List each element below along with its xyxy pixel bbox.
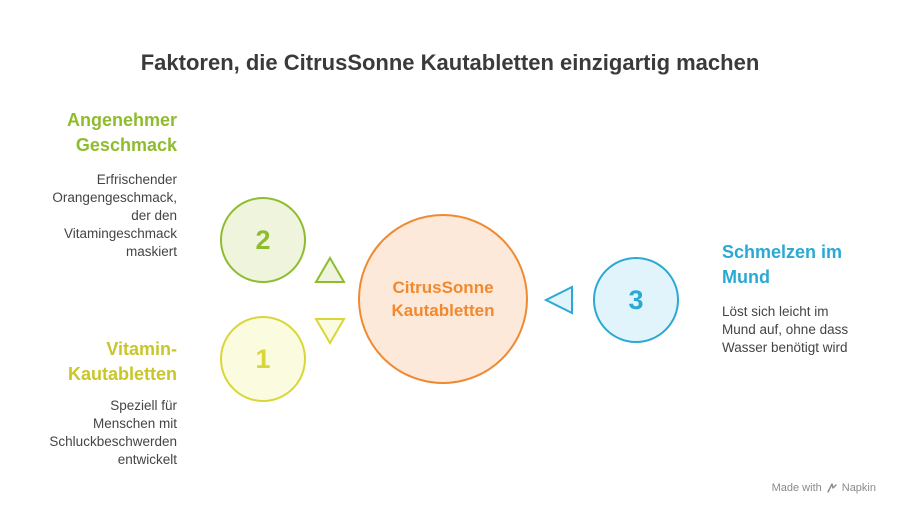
factor-1-number: 1 [255, 343, 271, 374]
factor-1-desc-line: entwickelt [117, 452, 177, 467]
triangle-left-icon [543, 285, 573, 315]
factor-2-desc-line: Erfrischender [96, 172, 177, 187]
factor-2-heading: Angenehmer Geschmack [67, 108, 177, 158]
factor-3-heading-line2: Mund [722, 267, 770, 287]
factor-3-number: 3 [628, 284, 644, 315]
factor-1-heading-line2: Kautabletten [67, 364, 177, 384]
factor-2-desc-line: der den [131, 208, 177, 223]
center-circle: CitrusSonne Kautabletten [358, 214, 528, 384]
factor-3-circle: 3 [593, 257, 679, 343]
factor-1-circle: 1 [220, 316, 306, 402]
factor-3-heading-line1: Schmelzen im [722, 242, 843, 262]
factor-3-desc-line: Löst sich leicht im [722, 304, 829, 319]
watermark-brand: Napkin [841, 482, 876, 494]
factor-3-heading: Schmelzen im Mund [722, 240, 842, 290]
factor-2-circle: 2 [220, 197, 306, 283]
center-label: CitrusSonne Kautabletten [392, 276, 495, 322]
center-label-line2: Kautabletten [391, 301, 495, 320]
factor-1-heading-line1: Vitamin- [106, 339, 177, 359]
watermark: Made with Napkin [772, 482, 876, 494]
factor-1-desc-line: Menschen mit [92, 416, 177, 431]
factor-3-desc-line: Wasser benötigt wird [722, 340, 848, 355]
factor-2-description: Erfrischender Orangengeschmack, der den … [52, 171, 177, 261]
factor-2-desc-line: maskiert [125, 244, 177, 259]
triangle-down-icon [314, 318, 346, 345]
factor-2-number: 2 [255, 224, 271, 255]
factor-1-description: Speziell für Menschen mit Schluckbeschwe… [49, 397, 177, 469]
factor-3-description: Löst sich leicht im Mund auf, ohne dass … [722, 303, 848, 357]
factor-2-heading-line1: Angenehmer [66, 110, 177, 130]
factor-2-heading-line2: Geschmack [75, 135, 177, 155]
factor-2-desc-line: Vitamingeschmack [63, 226, 177, 241]
diagram-title: Faktoren, die CitrusSonne Kautabletten e… [140, 50, 760, 75]
factor-1-desc-line: Schluckbeschwerden [49, 434, 177, 449]
triangle-up-icon [314, 256, 346, 283]
center-label-line1: CitrusSonne [392, 278, 494, 297]
factor-3-desc-line: Mund auf, ohne dass [722, 322, 849, 337]
napkin-logo-icon [827, 483, 837, 493]
watermark-text: Made with [771, 482, 822, 494]
factor-2-desc-line: Orangengeschmack, [52, 190, 177, 205]
factor-1-heading: Vitamin- Kautabletten [68, 337, 177, 387]
factor-1-desc-line: Speziell für [110, 398, 177, 413]
